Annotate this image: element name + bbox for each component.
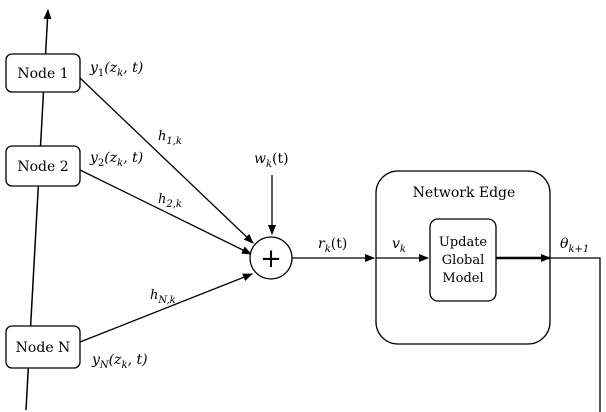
- update-model-line-3: Model: [442, 271, 483, 286]
- summation-node: +: [249, 236, 293, 280]
- noise-label: wk(t): [254, 151, 289, 170]
- update-model-line-2: Global: [442, 253, 485, 268]
- node-n-label: Node N: [16, 340, 71, 356]
- signal-yn-label: yN(zk, t): [91, 352, 148, 371]
- output-return-line: [550, 257, 601, 412]
- node-2-label: Node 2: [17, 159, 68, 175]
- node-2-box: [5, 145, 81, 187]
- node-1-box: [5, 53, 81, 93]
- arrow-noden-to-sum: [79, 273, 253, 343]
- output-theta-label: θk+1: [560, 236, 589, 255]
- node-1-label: Node 1: [17, 66, 68, 82]
- edge-input-label: vk: [392, 236, 406, 255]
- node-n: Node N: [5, 325, 81, 369]
- arrow-node2-to-sum: [79, 169, 252, 255]
- arrow-node1-to-sum: [79, 77, 254, 244]
- signal-y2-label: y2(zk, t): [89, 150, 143, 169]
- network-edge: Network Edge vk Update Global Model: [375, 170, 551, 345]
- plus-symbol: +: [260, 244, 282, 274]
- channel-h2-label: h2,k: [158, 192, 182, 210]
- signal-y1-label: y1(zk, t): [89, 60, 143, 79]
- channel-h1-label: h1,k: [158, 129, 182, 147]
- node-1: Node 1: [5, 53, 81, 93]
- channel-hn-label: hN,k: [150, 288, 176, 306]
- network-edge-title: Network Edge: [413, 185, 516, 201]
- node-n-box: [5, 325, 81, 369]
- update-model-box: [429, 218, 497, 302]
- update-model-line-1: Update: [439, 235, 488, 250]
- node-2: Node 2: [5, 145, 81, 187]
- received-signal-label: rk(t): [318, 236, 347, 255]
